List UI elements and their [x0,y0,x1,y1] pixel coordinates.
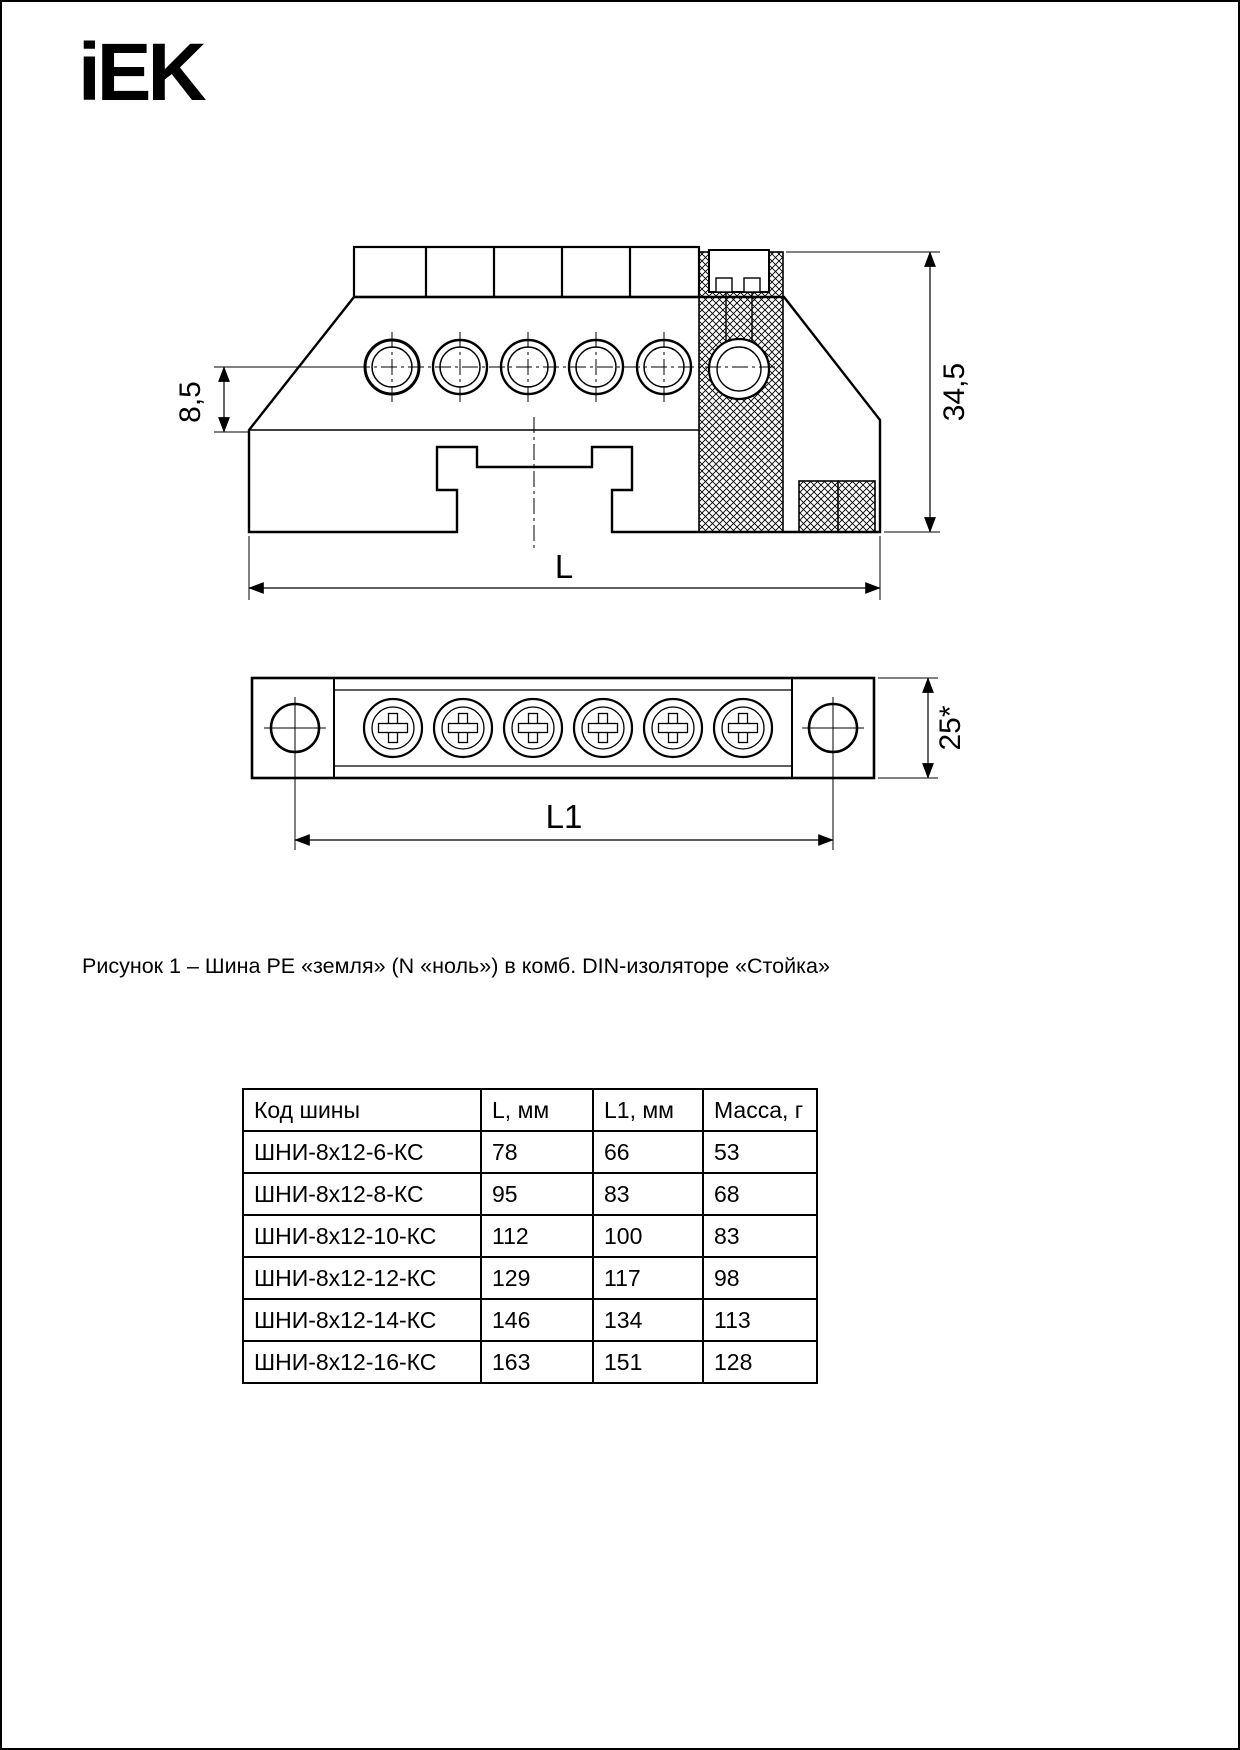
terminal-blocks-top [352,245,701,299]
screw-terminal [712,697,774,759]
cell-l: 129 [480,1256,594,1300]
cell-l: 78 [480,1130,594,1174]
cell-code: ШНИ-8х12-14-КС [242,1298,482,1342]
cell-l: 146 [480,1298,594,1342]
dimension-L1 [294,756,834,850]
screw-terminal [572,697,634,759]
dim-label-25: 25* [934,705,967,750]
busbar-top-outline [250,676,876,780]
screw-terminal [502,697,564,759]
cell-l1: 100 [592,1214,704,1258]
table-row: ШНИ-8х12-12-КС 129 117 98 [242,1256,818,1300]
cell-l1: 117 [592,1256,704,1300]
mounting-hole-right [802,697,864,759]
centerlines [354,332,777,552]
cell-l: 163 [480,1340,594,1384]
cell-code: ШНИ-8х12-12-КС [242,1256,482,1300]
cell-mass: 83 [702,1214,818,1258]
table-row: ШНИ-8х12-6-КС 78 66 53 [242,1130,818,1174]
cell-l: 112 [480,1214,594,1258]
screw-terminal [432,697,494,759]
mounting-hole-left [264,697,326,759]
dimension-8-5 [214,366,362,433]
spec-table: Код шины L, мм L1, мм Масса, г ШНИ-8х12-… [242,1088,818,1384]
table-row: ШНИ-8х12-8-КС 95 83 68 [242,1172,818,1216]
busbar-body-outline [247,295,882,534]
cell-code: ШНИ-8х12-6-КС [242,1130,482,1174]
dimension-34-5 [786,251,940,533]
dim-label-L1: L1 [546,798,583,835]
col-header-mass: Масса, г [702,1088,818,1132]
cell-code: ШНИ-8х12-8-КС [242,1172,482,1216]
screw-terminals [362,697,774,759]
figure-caption: Рисунок 1 – Шина PE «земля» (N «ноль») в… [82,954,830,978]
dim-label-8-5: 8,5 [174,381,207,423]
dim-label-L: L [555,548,573,585]
cell-l1: 134 [592,1298,704,1342]
col-header-code: Код шины [242,1088,482,1132]
table-header-row: Код шины L, мм L1, мм Масса, г [242,1088,818,1132]
cell-l1: 151 [592,1340,704,1384]
cell-mass: 53 [702,1130,818,1174]
top-view [250,676,938,850]
cell-mass: 68 [702,1172,818,1216]
dimension-L [248,536,881,600]
screw-terminal [362,697,424,759]
cell-code: ШНИ-8х12-16-КС [242,1340,482,1384]
side-view [214,245,940,600]
cell-mass: 113 [702,1298,818,1342]
table-row: ШНИ-8х12-10-КС 112 100 83 [242,1214,818,1258]
screw-terminal [642,697,704,759]
cell-l1: 66 [592,1130,704,1174]
table-row: ШНИ-8х12-16-КС 163 151 128 [242,1340,818,1384]
iek-logo: iEK [78,27,207,118]
insulator-hatched-section [698,249,784,533]
col-header-l: L, мм [480,1088,594,1132]
right-foot-hatched [798,480,876,533]
dim-label-34-5: 34,5 [938,363,971,421]
table-row: ШНИ-8х12-14-КС 146 134 113 [242,1298,818,1342]
cell-l: 95 [480,1172,594,1216]
cell-mass: 98 [702,1256,818,1300]
dimension-25 [878,677,938,779]
cell-l1: 83 [592,1172,704,1216]
cell-mass: 128 [702,1340,818,1384]
col-header-l1: L1, мм [592,1088,704,1132]
cell-code: ШНИ-8х12-10-КС [242,1214,482,1258]
insulator-hole [707,337,771,401]
